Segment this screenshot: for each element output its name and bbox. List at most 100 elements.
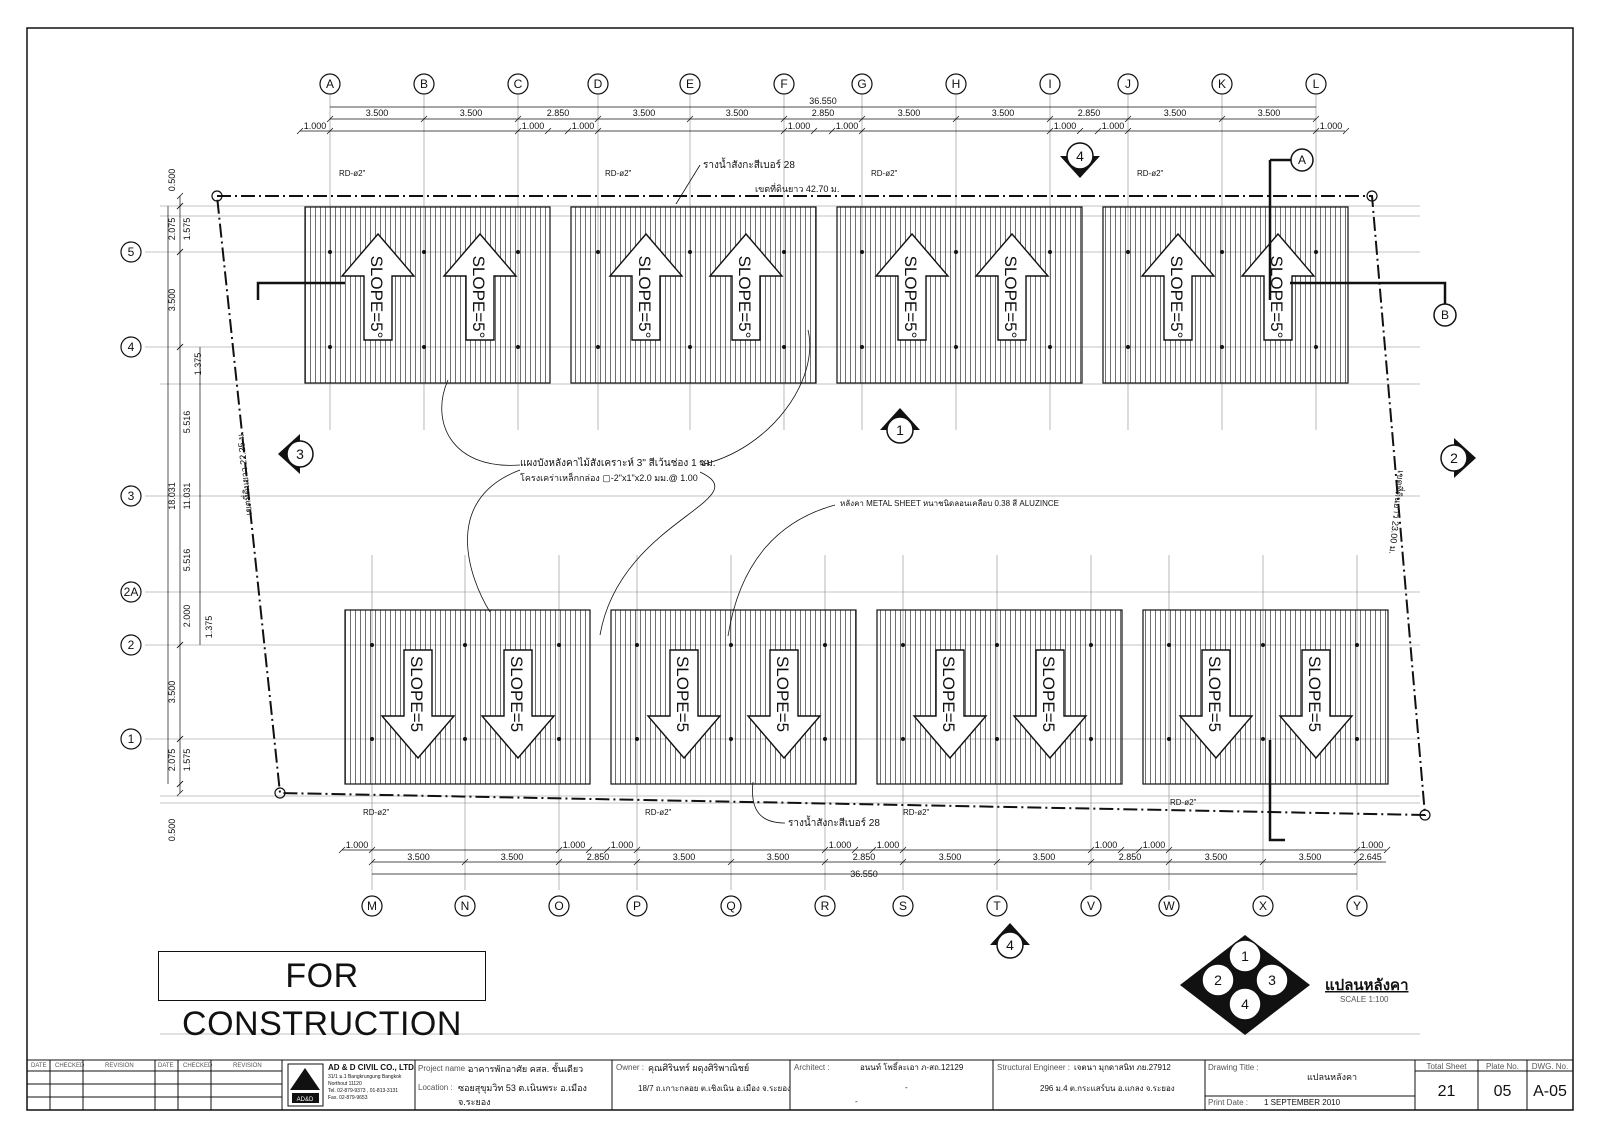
column-point: [1167, 737, 1171, 741]
column-point: [463, 643, 467, 647]
dim-span-top: 3.500: [633, 108, 656, 118]
company-fax: Fax. 02-879-9653: [328, 1095, 368, 1101]
column-point: [688, 345, 692, 349]
dim-tick: [176, 641, 184, 649]
slope-label: SLOPE=5: [1205, 656, 1224, 732]
dim-span-top: 3.500: [898, 108, 921, 118]
slope-label: SLOPE=5: [507, 656, 526, 732]
column-point: [860, 345, 864, 349]
grid-bubble-bottom-label: Q: [726, 899, 735, 913]
dim-tick: [1046, 115, 1054, 123]
dim-tick: [176, 343, 184, 351]
company-name: AD & D CIVIL CO., LTD.: [328, 1063, 417, 1072]
grid-bubble-bottom: [814, 895, 836, 917]
grid-bubble-top-label: L: [1313, 77, 1320, 91]
column-point: [516, 250, 520, 254]
section-tag-a: [1290, 148, 1314, 172]
grid-bubble-top-label: B: [420, 77, 428, 91]
slope-arrow-up: [974, 232, 1050, 341]
column-point: [1048, 345, 1052, 349]
slope-arrow-up: [1240, 232, 1316, 341]
dim-tick: [514, 115, 522, 123]
grid-bubble-row: [120, 241, 142, 263]
boundary-corner-marker: [1366, 190, 1378, 202]
dim-span-bottom: 3.500: [939, 852, 962, 862]
section-tag-b: [1433, 303, 1457, 327]
column-point: [1220, 345, 1224, 349]
dim-tick: [993, 858, 1001, 866]
dim-span-bottom: 2.645: [1359, 852, 1382, 862]
plan-title: แปลนหลังคา: [1325, 977, 1409, 994]
dim-tick: [821, 846, 829, 854]
grid-bubble-bottom-label: Y: [1353, 899, 1361, 913]
column-point: [901, 737, 905, 741]
dim-tick: [1312, 127, 1320, 135]
grid-bubble-row-label: 5: [128, 245, 135, 259]
dim-span-bottom: 2.850: [853, 852, 876, 862]
column-point: [1126, 345, 1130, 349]
slope-label: SLOPE=5: [1039, 656, 1058, 732]
section-cut-line-b-right: [1290, 281, 1447, 305]
elevation-marker-4-bottom: [996, 931, 1024, 959]
rd-label: RD-ø2": [339, 169, 366, 178]
dim-left-mid: 2.000: [182, 605, 192, 628]
dim-overhang-bottom: 1.000: [877, 840, 900, 850]
dim-left-inner: 1.575: [182, 218, 192, 241]
dim-tick: [555, 846, 563, 854]
print-date-label: Print Date :: [1208, 1098, 1249, 1107]
slope-label: SLOPE=5°: [735, 256, 754, 339]
slope-arrow-up: [874, 232, 950, 341]
dim-left-outer: 2.075: [167, 749, 177, 772]
total-sheet: 21: [1437, 1083, 1456, 1100]
grid-bubble-row-label: 4: [128, 340, 135, 354]
drawing-title: แปลนหลังคา: [1307, 1072, 1358, 1082]
dim-overhang-top: 1.000: [522, 121, 545, 131]
note-fence-2: โครงเคร่าเหล็กกล่อง ▢-2"x1"x2.0 มม.@ 1.0…: [520, 471, 698, 483]
dim-span-bottom: 3.500: [1033, 852, 1056, 862]
dwg-number: A-05: [1533, 1083, 1567, 1100]
grid-bubble-bottom: [1346, 895, 1368, 917]
grid-bubble-top: [1117, 73, 1139, 95]
section-cut-line-a-bottom: [1268, 740, 1285, 842]
slope-arrow-down: [1178, 649, 1254, 760]
grid-bubble-top-label: D: [594, 77, 603, 91]
grid-bubble-bottom: [720, 895, 742, 917]
dim-left-mid: 5.516: [182, 411, 192, 434]
boundary-corner-marker: [211, 190, 223, 202]
rd-label: RD-ø2": [645, 808, 672, 817]
dim-tick: [851, 846, 859, 854]
column-point: [557, 737, 561, 741]
property-boundary-line: [216, 195, 1427, 817]
dim-tick: [1135, 846, 1143, 854]
roof-panel: [344, 609, 591, 785]
rev-checked-label: CHECKED: [55, 1063, 85, 1069]
column-point: [635, 737, 639, 741]
dim-tick: [176, 248, 184, 256]
dim-tick: [1342, 127, 1350, 135]
grid-bubble-bottom-label: S: [899, 899, 907, 913]
dim-tick: [326, 115, 334, 123]
total-sheet-label: Total Sheet: [1426, 1062, 1467, 1071]
grid-bubble-top-label: I: [1048, 77, 1051, 91]
location-line-2: จ.ระยอง: [458, 1097, 491, 1107]
column-point: [370, 643, 374, 647]
grid-bubble-top-label: F: [780, 77, 787, 91]
dim-left-outer: 0.500: [167, 169, 177, 192]
dim-overhang-top: 1.000: [788, 121, 811, 131]
slope-label: SLOPE=5: [1305, 656, 1324, 732]
column-point: [1167, 643, 1171, 647]
owner-name: คุณศิรินทร์ ผดุงศิริพาณิชย์: [648, 1063, 750, 1073]
dim-left-inner: 1.575: [182, 749, 192, 772]
grid-bubble-bottom-label: X: [1259, 899, 1267, 913]
column-point: [729, 643, 733, 647]
rev-date-label-2: DATE: [158, 1063, 174, 1069]
grid-bubble-bottom: [548, 895, 570, 917]
grid-bubble-row: [120, 485, 142, 507]
elevation-marker-4-bottom-label: 4: [1006, 937, 1014, 953]
column-point: [1314, 250, 1318, 254]
dim-tick: [461, 858, 469, 866]
column-point: [1089, 643, 1093, 647]
grid-bubble-row-label: 2: [128, 638, 135, 652]
rd-label: RD-ø2": [363, 808, 390, 817]
dim-tick: [1046, 127, 1054, 135]
